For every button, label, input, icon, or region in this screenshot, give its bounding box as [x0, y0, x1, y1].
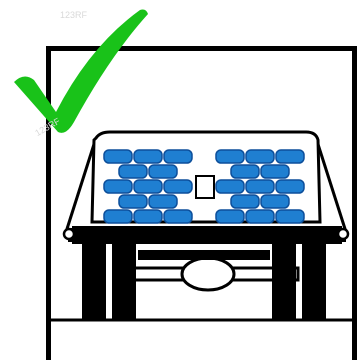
sack [133, 179, 163, 194]
sack [118, 194, 148, 209]
sack [103, 149, 133, 164]
strap-hook-right [336, 227, 350, 241]
sack [215, 149, 245, 164]
sack [103, 209, 133, 224]
strap-hook-left [62, 227, 76, 241]
truck-bed [72, 226, 342, 244]
sack [230, 164, 260, 179]
sack [163, 149, 193, 164]
truck-rear-icon [68, 226, 346, 320]
sack [118, 164, 148, 179]
sack [260, 194, 290, 209]
check-mark-icon [14, 9, 148, 133]
sack [275, 209, 305, 224]
covered-sack-load-icon [62, 130, 350, 241]
sack [245, 209, 275, 224]
sack [275, 149, 305, 164]
truck-differential [180, 256, 236, 292]
strap-right [314, 137, 348, 233]
sack [260, 164, 290, 179]
sack [245, 149, 275, 164]
sack [163, 209, 193, 224]
watermark-top: 123RF [60, 10, 88, 20]
truck-wheel-left-outer [82, 240, 106, 320]
sack-stack-left [103, 149, 193, 224]
sack [215, 179, 245, 194]
sack [148, 164, 178, 179]
sack [245, 179, 275, 194]
strap-left [64, 137, 98, 233]
truck-chassis [138, 250, 270, 260]
sack [163, 179, 193, 194]
stack-gap [195, 175, 215, 199]
truck-wheel-left-inner [112, 240, 136, 320]
sack [103, 179, 133, 194]
sack-stack-right [215, 149, 305, 224]
truck-wheel-right-inner [272, 240, 296, 320]
sack [215, 209, 245, 224]
sack [133, 209, 163, 224]
pictogram-frame [46, 46, 357, 360]
sack [133, 149, 163, 164]
sack [275, 179, 305, 194]
sack [230, 194, 260, 209]
sack [148, 194, 178, 209]
truck-wheel-right-outer [302, 240, 326, 320]
